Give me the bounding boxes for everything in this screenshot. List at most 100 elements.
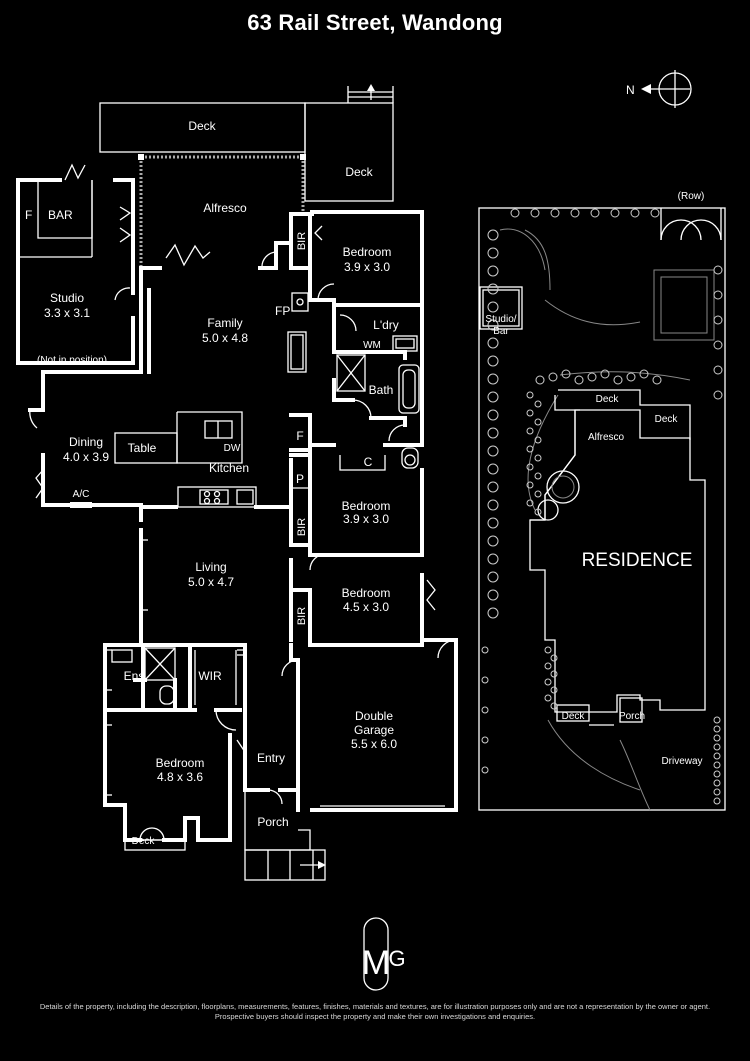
tree-icon (544, 678, 552, 686)
label-bedroom-4: Bedroom (156, 756, 205, 770)
tree-icon (713, 734, 721, 742)
tree-icon (534, 490, 542, 498)
tree-icon (713, 365, 723, 375)
tree-icon (630, 208, 640, 218)
tree-icon (487, 391, 499, 403)
tree-icon (487, 301, 499, 313)
label-bedroom-4-dims: 4.8 x 3.6 (157, 770, 203, 784)
tree-icon (550, 208, 560, 218)
tree-icon (481, 646, 489, 654)
label-deck-right: Deck (345, 165, 373, 179)
label-not-in-position: (Not in position) (37, 355, 107, 366)
label-porch: Porch (257, 815, 288, 829)
label-alfresco: Alfresco (203, 201, 247, 215)
tree-icon (570, 208, 580, 218)
tree-icon (550, 702, 558, 710)
tree-icon (487, 445, 499, 457)
tree-icon (610, 208, 620, 218)
label-deck-top: Deck (188, 119, 216, 133)
cooktop-icon (199, 489, 229, 505)
label-garage-1: Double (355, 709, 393, 723)
tree-icon (534, 454, 542, 462)
label-bedroom-2: Bedroom (342, 499, 391, 513)
label-table: Table (128, 441, 157, 455)
tree-icon (590, 208, 600, 218)
tree-icon (487, 553, 499, 565)
tree-icon (713, 743, 721, 751)
label-living: Living (195, 560, 226, 574)
tree-icon (487, 373, 499, 385)
tree-icon (713, 290, 723, 300)
room-labels: Deck Deck Alfresco BAR F Studio 3.3 x 3.… (25, 119, 399, 847)
tree-icon (487, 499, 499, 511)
tree-icon (613, 375, 623, 385)
label-studio: Studio (50, 291, 84, 305)
label-bar-f: F (25, 208, 32, 222)
tree-icon (526, 409, 534, 417)
label-fp: FP (275, 304, 290, 318)
label-dining-dims: 4.0 x 3.9 (63, 450, 109, 464)
tree-icon (487, 481, 499, 493)
site-label-deck-front: Deck (562, 711, 586, 722)
tree-icon (481, 766, 489, 774)
tree-icon (713, 779, 721, 787)
label-dw: DW (224, 443, 241, 454)
tree-icon (713, 340, 723, 350)
tree-icon (487, 337, 499, 349)
tree-icon (481, 706, 489, 714)
logo-letter-m: M (362, 944, 390, 982)
tree-icon (546, 470, 580, 504)
site-label-porch: Porch (619, 711, 645, 722)
studio-building (16, 163, 135, 365)
shower-icon (336, 354, 366, 392)
tree-icon (487, 571, 499, 583)
tree-icon (487, 535, 499, 547)
site-label-deck: Deck (596, 394, 620, 405)
kitchen-bench (177, 486, 257, 508)
label-bedroom-1: Bedroom (343, 245, 392, 259)
tree-icon (550, 654, 558, 662)
tree-icon (526, 481, 534, 489)
logo-letter-g: G (388, 946, 405, 971)
label-bir-3: BIR (296, 607, 308, 625)
tree-icon (534, 418, 542, 426)
label-bedroom-2-dims: 3.9 x 3.0 (343, 512, 389, 526)
tree-icon (713, 265, 723, 275)
tree-icon (526, 463, 534, 471)
site-label-residence: RESIDENCE (582, 550, 693, 571)
tree-icon (574, 375, 584, 385)
label-studio-dims: 3.3 x 3.1 (44, 306, 90, 320)
tree-icon (713, 725, 721, 733)
label-garage-dims: 5.5 x 6.0 (351, 737, 397, 751)
tree-icon (713, 770, 721, 778)
tree-icon (544, 646, 552, 654)
tree-icon (534, 400, 542, 408)
tree-icon (713, 390, 723, 400)
label-bedroom-3: Bedroom (342, 586, 391, 600)
label-dining: Dining (69, 435, 103, 449)
tree-icon (481, 736, 489, 744)
tree-icon (487, 517, 499, 529)
deck-right-outline (304, 102, 394, 202)
tree-icon (535, 375, 545, 385)
label-ac: A/C (73, 489, 90, 500)
compass-n-label: N (626, 83, 635, 97)
label-laundry: L'dry (373, 318, 399, 332)
tree-icon (526, 391, 534, 399)
label-bar: BAR (48, 208, 73, 222)
toilet-icon (401, 447, 419, 469)
site-label-studio-bar-1: Studio/ (485, 314, 516, 325)
tree-icon (626, 372, 636, 382)
label-entry: Entry (257, 751, 285, 765)
site-label-row: (Row) (678, 191, 705, 202)
tree-icon (713, 315, 723, 325)
label-living-dims: 5.0 x 4.7 (188, 575, 234, 589)
laundry-sink-icon (392, 335, 418, 352)
tree-icon (526, 445, 534, 453)
tree-icon (487, 247, 499, 259)
label-wm: WM (363, 340, 381, 351)
label-garage-2: Garage (354, 723, 394, 737)
label-family: Family (207, 316, 242, 330)
tree-icon (600, 369, 610, 379)
